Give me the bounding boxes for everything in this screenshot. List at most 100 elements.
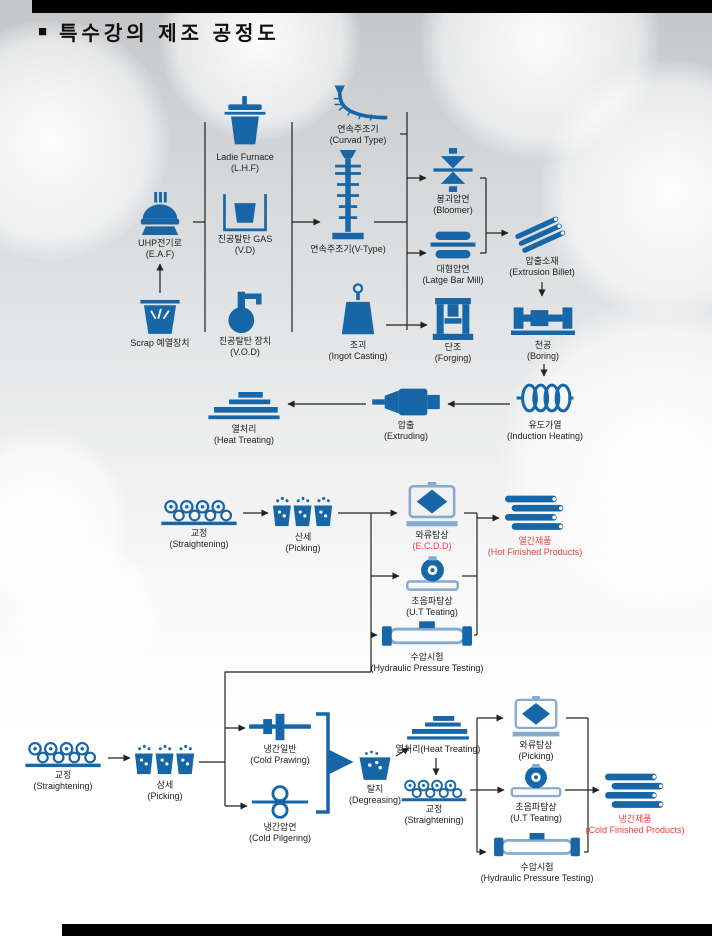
pilger-rolls-icon bbox=[251, 784, 309, 820]
node-hydraulic-test-1: 수압시험 (Hydraulic Pressure Testing) bbox=[371, 620, 483, 674]
node-label-ko: 냉간압연 bbox=[263, 822, 297, 832]
node-ultrasonic-test-1: 초음파탐상 (U.T Teating) bbox=[392, 556, 472, 618]
straightener-rolls-icon bbox=[21, 740, 105, 768]
draw-bench-icon bbox=[249, 712, 311, 742]
node-pickling-1: 산세 (Picking) bbox=[262, 496, 344, 554]
node-eaf: UHP전기로 (E.A.F) bbox=[112, 192, 208, 260]
straightener-rolls-icon bbox=[157, 498, 241, 526]
node-label-en: (Straightening) bbox=[404, 815, 464, 825]
straightener-rolls-icon bbox=[399, 778, 469, 802]
electric-arc-furnace-icon bbox=[133, 192, 187, 236]
billet-pipes-icon bbox=[511, 212, 573, 254]
node-heat-treating-1: 열처리 (Heat Treating) bbox=[196, 392, 292, 446]
eddy-current-tester-icon bbox=[402, 482, 462, 528]
node-label-en: (Extruding) bbox=[383, 431, 428, 441]
boring-machine-icon bbox=[511, 300, 575, 338]
node-label-en: (Hydraulic Pressure Testing) bbox=[370, 663, 484, 673]
ultrasonic-tester-icon bbox=[404, 556, 461, 594]
node-straightening-2: 교정 (Straightening) bbox=[16, 740, 110, 792]
node-label-ko: 교정 bbox=[425, 804, 443, 814]
node-label-en: (Bloomer) bbox=[433, 205, 473, 215]
tube-bundle-icon bbox=[503, 494, 567, 534]
node-boring: 천공 (Boring) bbox=[498, 300, 588, 362]
background-circle bbox=[10, 540, 160, 690]
node-label-en: (Straightening) bbox=[169, 539, 229, 549]
page-title: ■ 특수강의 제조 공정도 bbox=[38, 17, 280, 46]
node-label-ko: 교정 bbox=[54, 770, 72, 780]
node-label-en: (Latge Bar Mill) bbox=[422, 275, 484, 285]
node-label-en: (Hot Finished Products) bbox=[487, 547, 583, 557]
node-pickling-2: 삼세 (Picking) bbox=[124, 744, 206, 802]
node-label-ko: 탈지 bbox=[366, 784, 384, 794]
node-label-ko: 천공 bbox=[534, 340, 552, 350]
tube-bundle-icon bbox=[603, 772, 667, 812]
node-label-en: (Cold Pilgering) bbox=[248, 833, 312, 843]
curved-caster-icon bbox=[318, 84, 398, 122]
forging-press-icon bbox=[429, 298, 477, 340]
node-label-ko: 삼세 bbox=[156, 780, 174, 790]
node-label-ko: 대형압연 bbox=[436, 264, 470, 274]
node-label-en: (Picking) bbox=[285, 543, 321, 553]
node-label-en: (U.T Teating) bbox=[510, 813, 562, 823]
bar-mill-rollers-icon bbox=[428, 228, 478, 262]
node-label-ko: 교정 bbox=[190, 528, 208, 538]
node-label-en: (Induction Heating) bbox=[506, 431, 584, 441]
node-hydraulic-test-2: 수압시험 (Hydraulic Pressure Testing) bbox=[481, 832, 593, 884]
node-label-en: (V.O.D) bbox=[230, 347, 260, 357]
node-label-ko: Scrap 예열장치 bbox=[130, 338, 190, 348]
node-label-ko: 수압시험 bbox=[520, 862, 554, 872]
vod-flask-icon bbox=[219, 288, 271, 334]
node-label-ko: 냉간제품 bbox=[618, 814, 652, 824]
page-title-text: 특수강의 제조 공정도 bbox=[59, 23, 280, 45]
node-cold-drawing: 냉간일반 (Cold Prawing) bbox=[240, 712, 320, 766]
node-eddy-current-test-1: 와류탐상 (E.C.D.D) bbox=[392, 482, 472, 552]
scrap-bucket-icon bbox=[135, 296, 185, 336]
node-label-ko: 산세 bbox=[294, 532, 312, 542]
node-label-en: (Cold Prawing) bbox=[250, 755, 310, 765]
node-induction-heating: 유도가열 (Induction Heating) bbox=[496, 378, 594, 442]
node-cold-finished-products: 냉간제품 (Cold Finished Products) bbox=[585, 772, 685, 836]
node-bloomer: 봉괴압연 (Bloomer) bbox=[412, 148, 494, 216]
node-vacuum-degasser: 진공탈탄 GAS (V.D) bbox=[202, 192, 288, 256]
node-label-ko: 압출 bbox=[397, 420, 415, 430]
node-caster-v-type: 연속주조기(V-Type) bbox=[302, 150, 394, 255]
node-label-ko: 봉괴압연 bbox=[436, 194, 470, 204]
node-ladle-furnace: Ladie Furnace (L.H.F) bbox=[202, 96, 288, 174]
node-label-ko: 열간제품 bbox=[518, 536, 552, 546]
node-label-en: (Cold Finished Products) bbox=[585, 825, 685, 835]
vacuum-degasser-icon bbox=[220, 192, 270, 232]
pickling-tanks-icon bbox=[272, 496, 334, 530]
node-straightening-1: 교정 (Straightening) bbox=[152, 498, 246, 550]
top-black-bar bbox=[32, 0, 712, 13]
node-label-en: (Forging) bbox=[434, 353, 472, 363]
node-label-ko: 유도가열 bbox=[528, 420, 562, 430]
node-label-ko: 압출소재 bbox=[525, 256, 559, 266]
node-label-ko: 연속주조기 bbox=[337, 124, 379, 134]
ingot-mold-icon bbox=[331, 282, 385, 338]
node-label-en: (Picking) bbox=[147, 791, 183, 801]
node-vod: 진공탈탄 장치 (V.O.D) bbox=[202, 288, 288, 358]
pickling-tanks-icon bbox=[134, 744, 196, 778]
node-hot-finished-products: 열간제품 (Hot Finished Products) bbox=[488, 494, 582, 558]
node-heat-treating-2: 열처리(Heat Treating) bbox=[392, 716, 484, 755]
node-label-ko: 수압시험 bbox=[410, 652, 444, 662]
node-label-ko: UHP전기로 bbox=[138, 238, 182, 248]
node-extrusion-billet: 압출소재 (Extrusion Billet) bbox=[494, 212, 590, 278]
node-label-ko: Ladie Furnace bbox=[216, 152, 274, 162]
bottom-black-bar bbox=[62, 924, 712, 936]
hydraulic-test-tank-icon bbox=[380, 620, 474, 650]
hydraulic-test-tank-icon bbox=[490, 832, 584, 860]
node-label-ko: 단조 bbox=[444, 342, 462, 352]
node-label-ko: 초음파탐상 bbox=[411, 596, 453, 606]
node-label-en: (Heat Treating) bbox=[213, 435, 275, 445]
node-label-ko: 와류탐상 bbox=[519, 740, 553, 750]
node-eddy-current-test-2: 와류탐상 (Picking) bbox=[496, 696, 576, 762]
node-straightening-3: 교정 (Straightening) bbox=[394, 778, 474, 826]
node-caster-curved: 연속주조기 (Curvad Type) bbox=[310, 84, 406, 146]
node-scrap-preheater: Scrap 예열장치 bbox=[112, 296, 208, 349]
node-label-en: (Boring) bbox=[526, 351, 559, 361]
node-label-ko: 열처리(Heat Treating) bbox=[395, 744, 481, 754]
node-label-en: (V.D) bbox=[234, 245, 256, 255]
